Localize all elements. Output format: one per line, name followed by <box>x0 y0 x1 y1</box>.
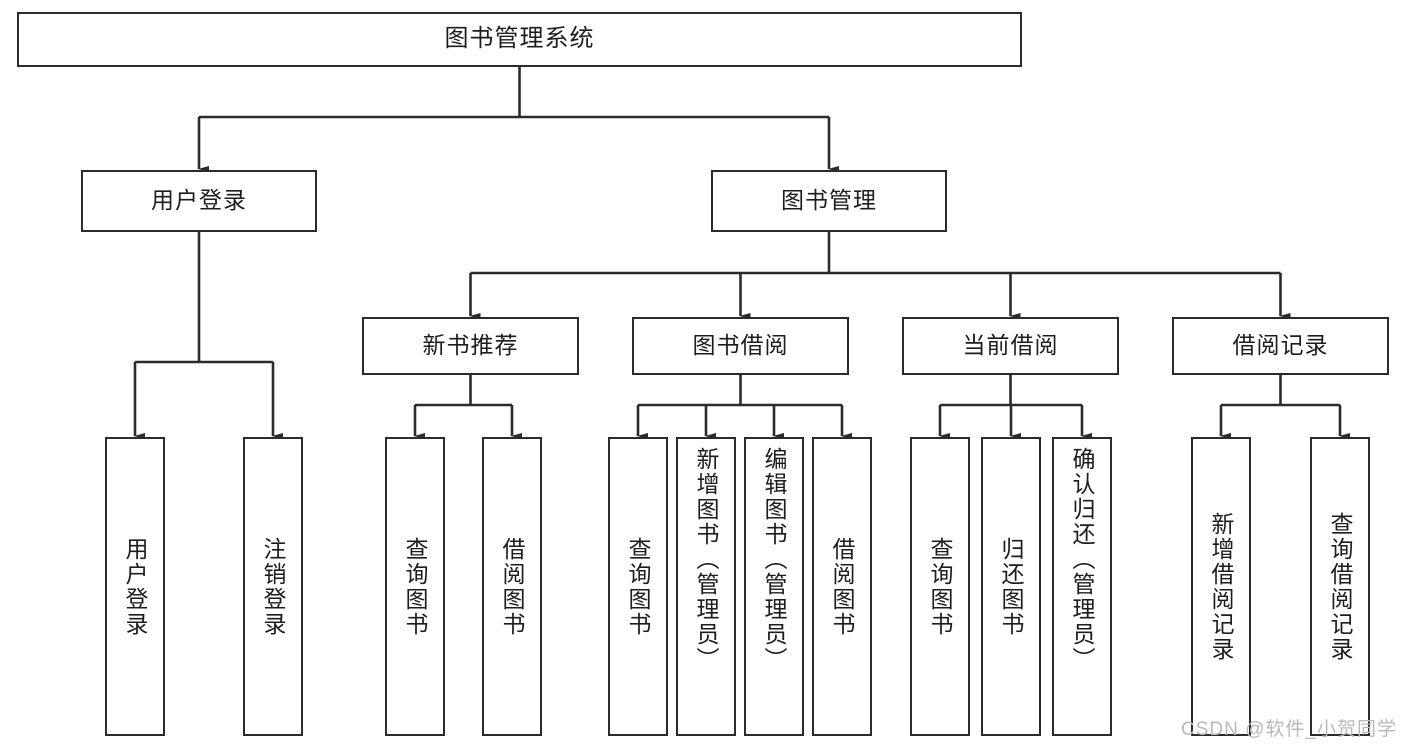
node-label-book-manage: 图书管理 <box>781 187 877 214</box>
node-root[interactable]: 图书管理系统 <box>17 12 1022 67</box>
node-label-leaf-add-book: 新增图书（管理员） <box>693 447 720 672</box>
node-leaf-query-record[interactable]: 查询借阅记录 <box>1310 437 1370 736</box>
node-leaf-user-logout[interactable]: 注销登录 <box>243 437 303 736</box>
node-label-leaf-query-book-3: 查询图书 <box>927 536 954 637</box>
node-label-leaf-edit-book: 编辑图书（管理员） <box>761 447 788 672</box>
node-leaf-user-login[interactable]: 用户登录 <box>105 437 165 736</box>
node-label-leaf-borrow-book-1: 借阅图书 <box>499 536 526 637</box>
node-label-book-borrow: 图书借阅 <box>692 332 789 359</box>
node-label-leaf-user-logout: 注销登录 <box>260 536 287 637</box>
node-leaf-confirm-return[interactable]: 确认归还（管理员） <box>1052 437 1112 736</box>
node-leaf-return-book[interactable]: 归还图书 <box>981 437 1041 736</box>
node-label-user-login: 用户登录 <box>151 187 247 214</box>
watermark-label: CSDN @软件_小贺同学 <box>1181 719 1397 740</box>
node-label-current-borrow: 当前借阅 <box>962 332 1059 359</box>
node-label-borrow-record: 借阅记录 <box>1232 332 1329 359</box>
node-leaf-add-record[interactable]: 新增借阅记录 <box>1191 437 1251 736</box>
node-label-new-book-rec: 新书推荐 <box>422 332 519 359</box>
node-borrow-record[interactable]: 借阅记录 <box>1172 317 1389 375</box>
node-label-leaf-query-book-1: 查询图书 <box>402 536 429 637</box>
node-label-leaf-query-book-2: 查询图书 <box>625 536 652 637</box>
node-new-book-rec[interactable]: 新书推荐 <box>362 317 579 375</box>
node-current-borrow[interactable]: 当前借阅 <box>902 317 1119 375</box>
node-leaf-edit-book[interactable]: 编辑图书（管理员） <box>744 437 804 736</box>
node-leaf-query-book-3[interactable]: 查询图书 <box>910 437 970 736</box>
node-leaf-query-book-2[interactable]: 查询图书 <box>608 437 668 736</box>
node-user-login[interactable]: 用户登录 <box>81 170 317 232</box>
node-leaf-borrow-book-2[interactable]: 借阅图书 <box>812 437 872 736</box>
node-leaf-borrow-book-1[interactable]: 借阅图书 <box>482 437 542 736</box>
node-leaf-add-book[interactable]: 新增图书（管理员） <box>676 437 736 736</box>
node-label-leaf-confirm-return: 确认归还（管理员） <box>1069 447 1096 672</box>
node-book-borrow[interactable]: 图书借阅 <box>632 317 849 375</box>
node-label-leaf-borrow-book-2: 借阅图书 <box>829 536 856 637</box>
node-label-leaf-query-record: 查询借阅记录 <box>1327 511 1354 662</box>
node-label-root: 图书管理系统 <box>444 25 595 53</box>
node-leaf-query-book-1[interactable]: 查询图书 <box>385 437 445 736</box>
node-label-leaf-return-book: 归还图书 <box>998 536 1025 637</box>
node-label-leaf-user-login: 用户登录 <box>122 536 149 637</box>
node-label-leaf-add-record: 新增借阅记录 <box>1208 511 1235 662</box>
node-book-manage[interactable]: 图书管理 <box>711 170 947 232</box>
